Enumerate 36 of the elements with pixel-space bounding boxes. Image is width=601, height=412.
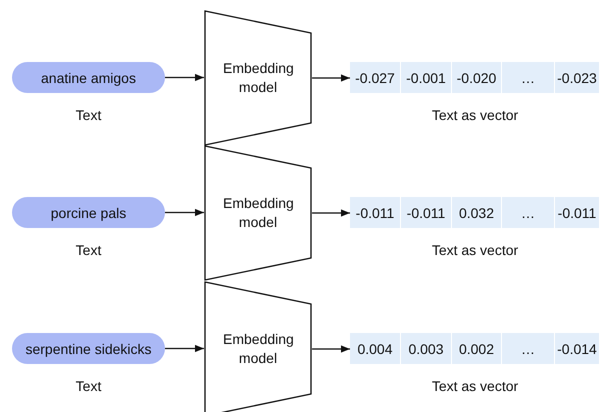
text-pill: porcine pals [12,197,165,228]
model-label: Embedding model [223,330,293,368]
vector-cell: 0.004 [350,333,400,364]
vector-cell: … [502,62,554,93]
text-pill: serpentine sidekicks [12,333,165,364]
arrow [312,209,350,217]
vector-cell: -0.011 [350,197,400,228]
arrow [165,344,204,352]
caption: Text as vector [432,378,518,394]
vector-cell: -0.023 [555,62,599,93]
vector-cell: -0.027 [350,62,400,93]
vector-cell: -0.020 [452,62,501,93]
arrow [312,74,350,82]
node-label: Text [76,378,102,394]
arrow [312,345,350,353]
vector-cell: -0.001 [401,62,451,93]
vector-cell: … [502,333,554,364]
model-trapezoid [204,145,312,281]
vector-cell: -0.014 [555,333,599,364]
vector-cell: 0.003 [401,333,451,364]
vector-cell: 0.032 [452,197,501,228]
model-label: Embedding model [223,59,293,97]
node-label: Text [76,107,102,123]
vector-cell: 0.002 [452,333,501,364]
vector-cell: -0.011 [555,197,599,228]
vector-cell: -0.011 [401,197,451,228]
arrow [165,74,204,82]
model-trapezoid [204,281,312,412]
text-pill: anatine amigos [12,62,165,93]
arrow [165,208,204,216]
caption: Text as vector [432,107,518,123]
caption: Text as vector [432,242,518,258]
model-label: Embedding model [223,194,293,232]
model-trapezoid [204,10,312,146]
node-label: Text [76,242,102,258]
vector-cell: … [502,197,554,228]
